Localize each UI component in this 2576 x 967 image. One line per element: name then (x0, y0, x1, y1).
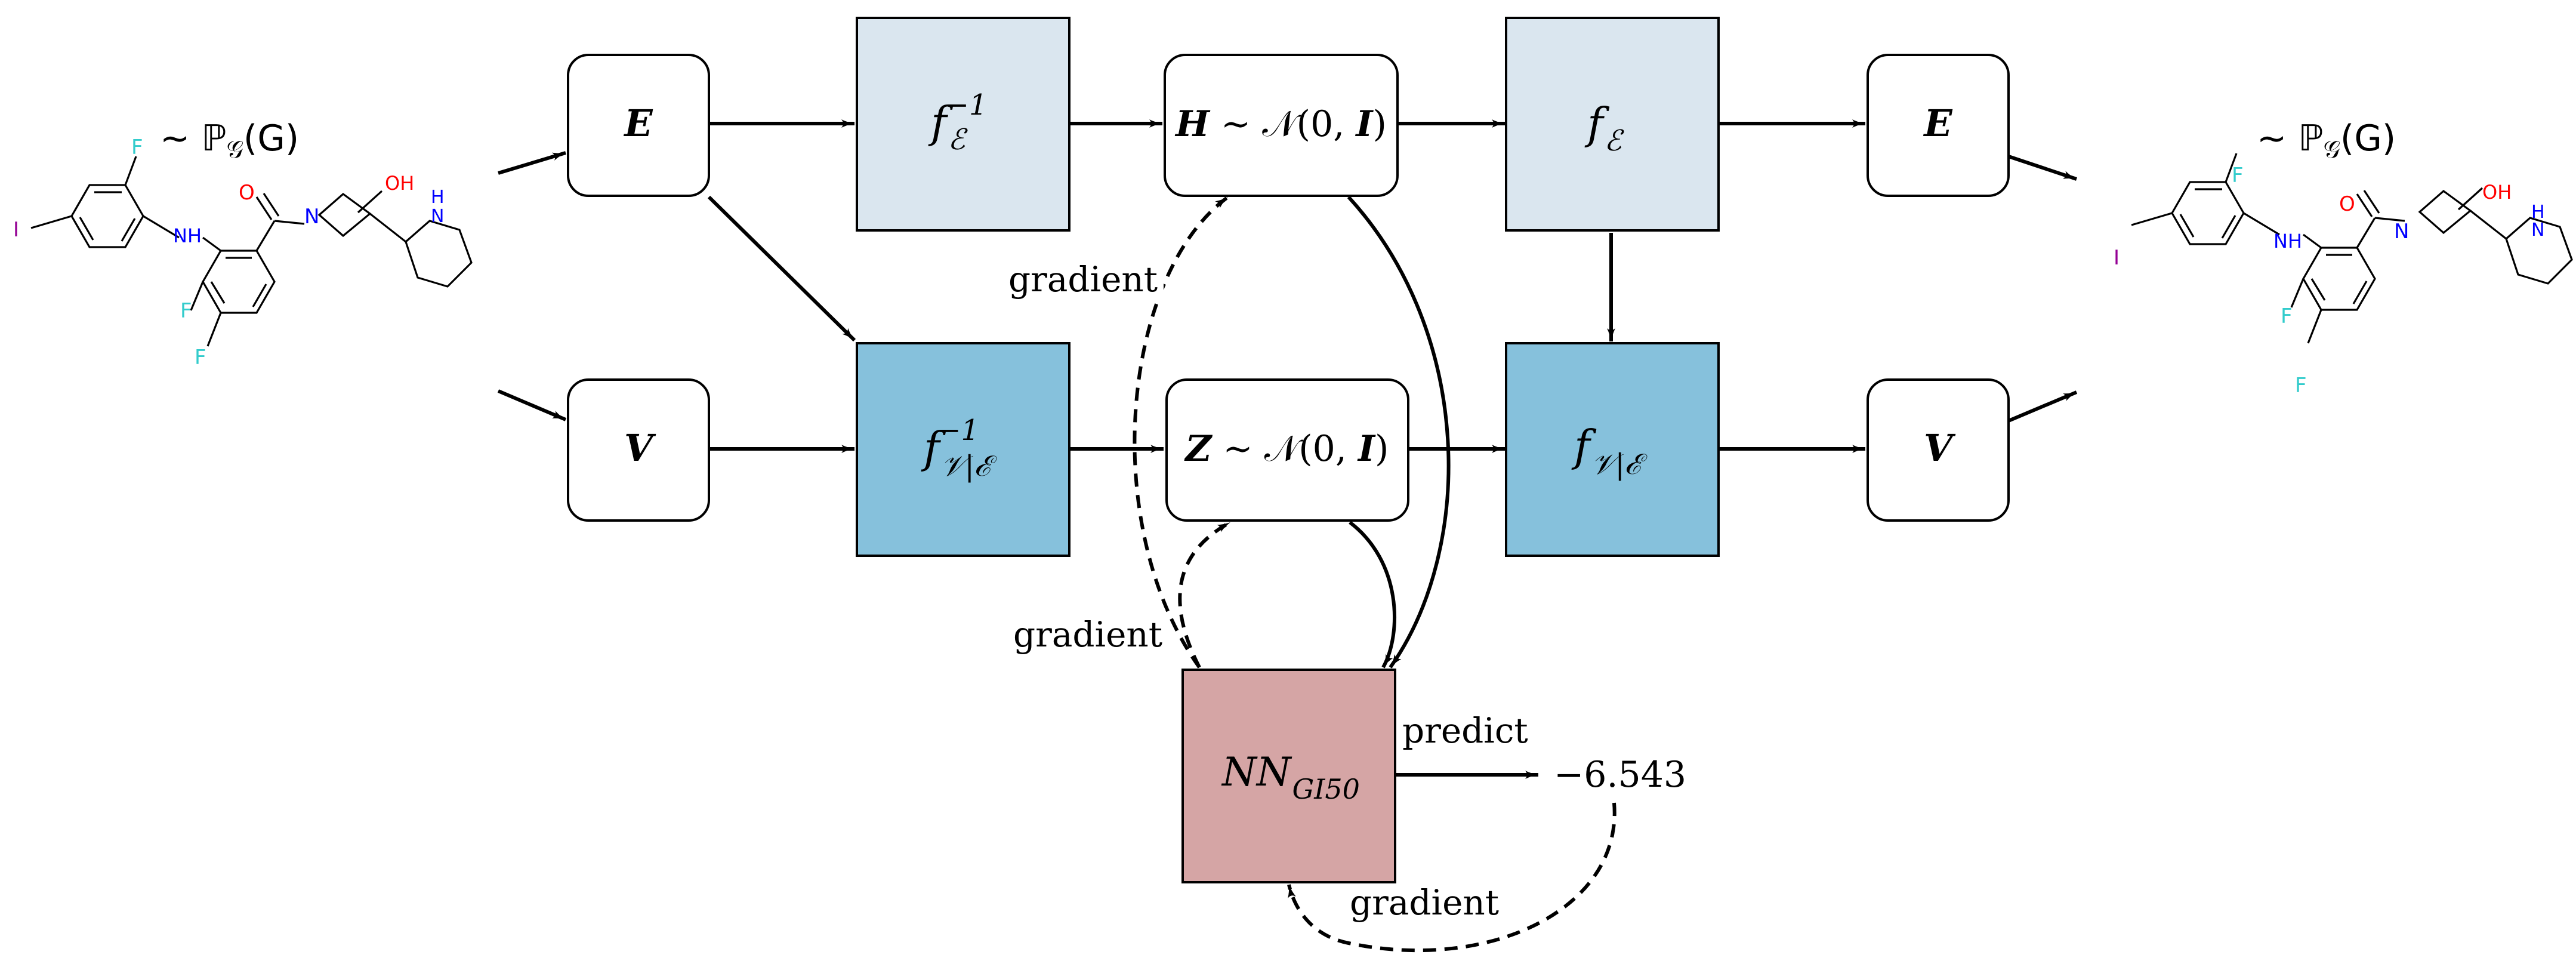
arrow-mol-to-v (497, 389, 567, 421)
gradient-arrow-to-z (1178, 521, 1232, 669)
gradient-arrow-to-nn (1287, 802, 1616, 953)
distribution-label: ∼ ℙ𝒢(G) (2257, 118, 2396, 164)
iodine-atom: I (13, 218, 19, 242)
node-flow-vertices-inverse: f𝒱|ℰ−1 (856, 342, 1070, 557)
carbonyl-oxygen: O (239, 181, 255, 205)
ring-amine-h: H (431, 187, 445, 208)
fluorine-atom-bottom: F (195, 346, 206, 369)
node-predictor-network: NNGI50 (1181, 669, 1396, 883)
svg-text:E: E (1923, 101, 1952, 145)
node-vertices-output: V (1867, 378, 2010, 522)
node-vertices-input: V (567, 378, 710, 522)
iodine-atom: I (2114, 246, 2120, 270)
svg-text:V: V (624, 426, 656, 470)
arrow-e-out (2008, 155, 2077, 181)
amine-label: NH (2273, 230, 2302, 252)
svg-text:V: V (1924, 426, 1956, 470)
ring-amine-label: N (431, 206, 444, 227)
ring-amine-h: H (2531, 202, 2545, 223)
svg-text:Z ∼ 𝒩(0, I): Z ∼ 𝒩(0, I) (1184, 428, 1389, 470)
node-flow-edges: fℰ (1505, 17, 1720, 232)
azetidine-nitrogen: N (304, 205, 319, 229)
arrow-v-out (2007, 390, 2078, 423)
azetidine-nitrogen: N (2394, 220, 2409, 244)
svg-text:NNGI50: NNGI50 (1221, 749, 1360, 805)
prediction-value: −6.543 (1554, 754, 1686, 796)
predict-label: predict (1402, 710, 1528, 751)
carbonyl-oxygen: O (2339, 192, 2355, 216)
gradient-arrow-to-h (1133, 195, 1229, 669)
hydroxyl-label: OH (385, 172, 414, 195)
node-edges-output: E (1867, 54, 2010, 197)
hydroxyl-label: OH (2482, 181, 2512, 204)
arrow-mol-to-e (498, 151, 566, 175)
ring-amine-label: N (2531, 220, 2544, 241)
fluorine-atom-bottom: F (2295, 374, 2307, 398)
gradient-label-bottom: gradient (1350, 882, 1499, 923)
svg-text:H ∼ 𝒩(0, I): H ∼ 𝒩(0, I) (1174, 103, 1387, 145)
fluorine-atom-mid: F (2281, 304, 2293, 328)
gradient-connectors (1133, 195, 1616, 953)
node-flow-edges-inverse: fℰ−1 (856, 17, 1070, 232)
arrow-h-to-nn (1347, 195, 1451, 669)
molecule-structure-icon: ∼ ℙ𝒢(G) F I NH (13, 118, 473, 369)
distribution-label: ∼ ℙ𝒢(G) (160, 118, 299, 164)
node-latent-z: Z ∼ 𝒩(0, I) (1165, 378, 1409, 522)
label-bg (1008, 254, 1164, 301)
amine-label: NH (173, 224, 202, 247)
arrow-e-to-fvinv (707, 195, 856, 342)
node-latent-h: H ∼ 𝒩(0, I) (1164, 54, 1399, 197)
arrow-z-to-nn (1349, 521, 1396, 669)
fluorine-atom-top: F (2232, 164, 2244, 187)
fluorine-atom-mid: F (180, 299, 192, 323)
svg-text:E: E (623, 101, 653, 145)
molecule-structure-icon: ∼ ℙ𝒢(G) F I NH F F O N OH (2114, 118, 2573, 398)
gradient-label-top: gradient (1008, 259, 1158, 300)
node-edges-input: E (567, 54, 710, 197)
fluorine-atom-top: F (131, 135, 143, 159)
label-bg (1011, 609, 1165, 657)
node-flow-vertices: f𝒱|ℰ (1505, 342, 1720, 557)
svg-text:f𝒱|ℰ−1: f𝒱|ℰ−1 (921, 414, 998, 483)
gradient-label-mid: gradient (1013, 614, 1162, 655)
connectors (497, 119, 2078, 779)
